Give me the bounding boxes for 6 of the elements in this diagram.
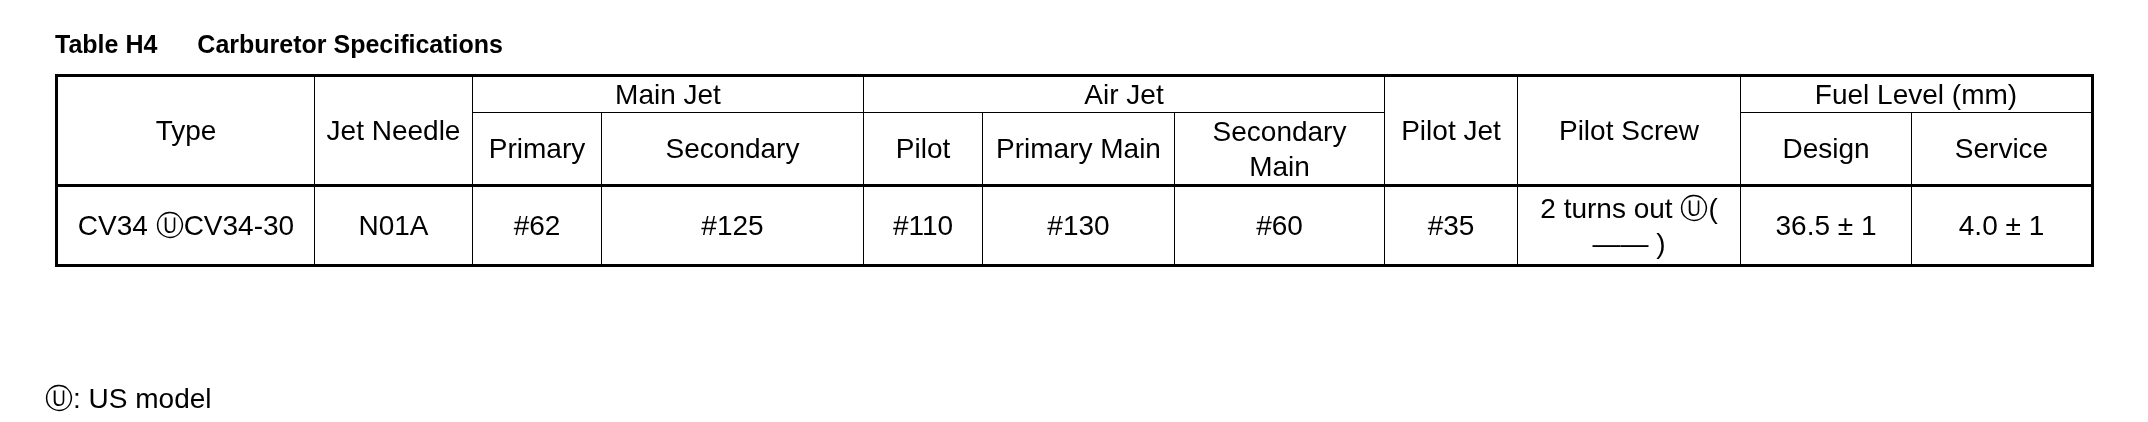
table-title: Carburetor Specifications — [197, 29, 503, 60]
header-cell: Pilot Jet — [1384, 75, 1518, 186]
footnote: Ⓤ: US model — [45, 385, 212, 413]
header-cell: Main Jet — [472, 75, 864, 113]
header-cell: Air Jet — [863, 75, 1385, 113]
table-number: Table H4 — [55, 29, 158, 60]
